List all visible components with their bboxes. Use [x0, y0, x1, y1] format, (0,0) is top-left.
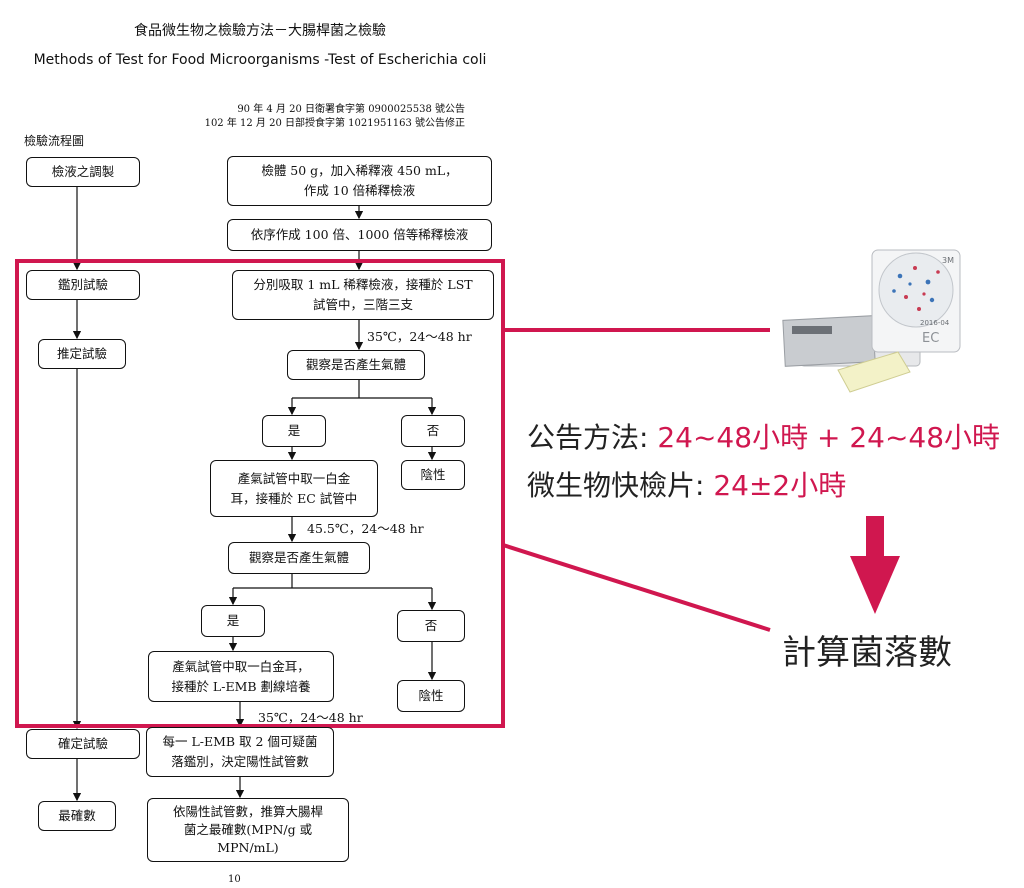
annotation-official-method-value: 24~48小時 + 24~48小時	[657, 421, 1001, 454]
box-serial-dilution-text: 依序作成 100 倍、1000 倍等稀釋檢液	[250, 227, 469, 242]
box-no-1: 否	[401, 415, 465, 447]
box-observe-gas-2: 觀察是否產生氣體	[228, 542, 370, 574]
box-negative-2-text: 陰性	[418, 688, 444, 703]
box-yes-1-text: 是	[287, 423, 301, 438]
box-mpn-estimate: 依陽性試管數，推算大腸桿 菌之最確數(MPN/g 或 MPN/mL)	[147, 798, 349, 862]
doc-title-zh: 食品微生物之檢驗方法－大腸桿菌之檢驗	[134, 23, 386, 39]
box-mpn-estimate-line3: MPN/mL)	[217, 840, 279, 855]
box-observe-gas-1: 觀察是否產生氣體	[287, 350, 425, 380]
plate-brand-label: 3M	[942, 256, 954, 265]
petrifilm-image	[782, 249, 961, 393]
annotation-rapid-plate-label: 微生物快檢片:	[527, 469, 705, 502]
box-sample-prep: 檢液之調製	[26, 157, 140, 187]
box-ec-inoculation-line1: 產氣試管中取一白金	[237, 470, 351, 486]
box-no-1-text: 否	[426, 423, 440, 438]
callout-line-count	[502, 543, 771, 632]
notice-line-1: 90 年 4 月 20 日衛署食字第 0900025538 號公告	[237, 104, 465, 115]
condition-1: 35℃，24～48 hr	[367, 329, 472, 344]
box-lst-inoculation: 分別吸取 1 mL 稀釋檢液，接種於 LST 試管中，三階三支	[232, 270, 494, 320]
box-lemb-inoculation-line2: 接種於 L-EMB 劃線培養	[171, 678, 311, 694]
condition-2: 45.5℃，24～48 hr	[307, 521, 424, 536]
box-mpn-estimate-line2: 菌之最確數(MPN/g 或	[183, 822, 313, 837]
box-mpn-text: 最確數	[58, 808, 96, 823]
box-colony-identification: 每一 L-EMB 取 2 個可疑菌 落鑑別，決定陽性試管數	[146, 727, 334, 777]
plate-lot-label: 2016-04	[920, 319, 950, 327]
box-yes-2: 是	[201, 605, 265, 637]
box-serial-dilution: 依序作成 100 倍、1000 倍等稀釋檢液	[227, 219, 492, 251]
box-presumptive-test-text: 推定試驗	[56, 346, 107, 361]
box-negative-1: 陰性	[401, 460, 465, 490]
box-lst-inoculation-line1: 分別吸取 1 mL 稀釋檢液，接種於 LST	[253, 277, 473, 292]
box-confirmatory-test-text: 確定試驗	[57, 736, 108, 751]
page-number: 10	[228, 874, 241, 885]
box-lst-inoculation-line2: 試管中，三階三支	[312, 297, 413, 312]
box-identification-test-text: 鑑別試驗	[57, 277, 108, 292]
box-identification-test: 鑑別試驗	[26, 270, 140, 300]
down-arrow-icon	[850, 516, 900, 614]
box-sample-prep-text: 檢液之調製	[51, 164, 115, 179]
box-no-2: 否	[397, 610, 465, 642]
box-sample-dilution-line2: 作成 10 倍稀釋檢液	[303, 183, 416, 198]
annotation-line-2: 微生物快檢片: 24±2小時	[527, 464, 846, 504]
box-negative-2: 陰性	[397, 680, 465, 712]
box-yes-2-text: 是	[226, 613, 240, 628]
annotation-line-1: 公告方法: 24~48小時 + 24~48小時	[527, 416, 1000, 456]
annotation-official-method-label: 公告方法:	[527, 421, 649, 454]
plate-code-label: EC	[922, 331, 940, 346]
box-sample-dilution: 檢體 50 g，加入稀釋液 450 mL， 作成 10 倍稀釋檢液	[227, 156, 492, 206]
box-ec-inoculation: 產氣試管中取一白金 耳，接種於 EC 試管中	[210, 460, 378, 517]
box-ec-inoculation-line2: 耳，接種於 EC 試管中	[230, 490, 358, 506]
box-negative-1-text: 陰性	[420, 467, 446, 482]
highlight-frame	[15, 259, 505, 728]
box-observe-gas-2-text: 觀察是否產生氣體	[248, 550, 349, 565]
box-observe-gas-1-text: 觀察是否產生氣體	[305, 357, 406, 372]
box-colony-identification-line2: 落鑑別，決定陽性試管數	[171, 754, 309, 769]
box-presumptive-test: 推定試驗	[38, 339, 126, 369]
box-mpn: 最確數	[38, 801, 116, 831]
doc-title-en: Methods of Test for Food Microorganisms …	[33, 52, 487, 68]
box-sample-dilution-line1: 檢體 50 g，加入稀釋液 450 mL，	[261, 163, 458, 178]
box-colony-identification-line1: 每一 L-EMB 取 2 個可疑菌	[162, 734, 318, 749]
box-mpn-estimate-line1: 依陽性試管數，推算大腸桿	[172, 804, 323, 819]
box-lemb-inoculation: 產氣試管中取一白金耳， 接種於 L-EMB 劃線培養	[148, 651, 334, 702]
annotation-rapid-plate-value: 24±2小時	[713, 469, 847, 502]
flow-heading: 檢驗流程圖	[24, 134, 85, 148]
box-lemb-inoculation-line1: 產氣試管中取一白金耳，	[172, 658, 310, 674]
annotation-colony-count: 計算菌落數	[782, 633, 952, 673]
box-no-2-text: 否	[424, 618, 438, 633]
condition-3: 35℃，24～48 hr	[258, 710, 363, 725]
notice-line-2: 102 年 12 月 20 日部授食字第 1021951163 號公告修正	[204, 118, 465, 129]
box-yes-1: 是	[262, 415, 326, 447]
box-confirmatory-test: 確定試驗	[26, 729, 140, 759]
